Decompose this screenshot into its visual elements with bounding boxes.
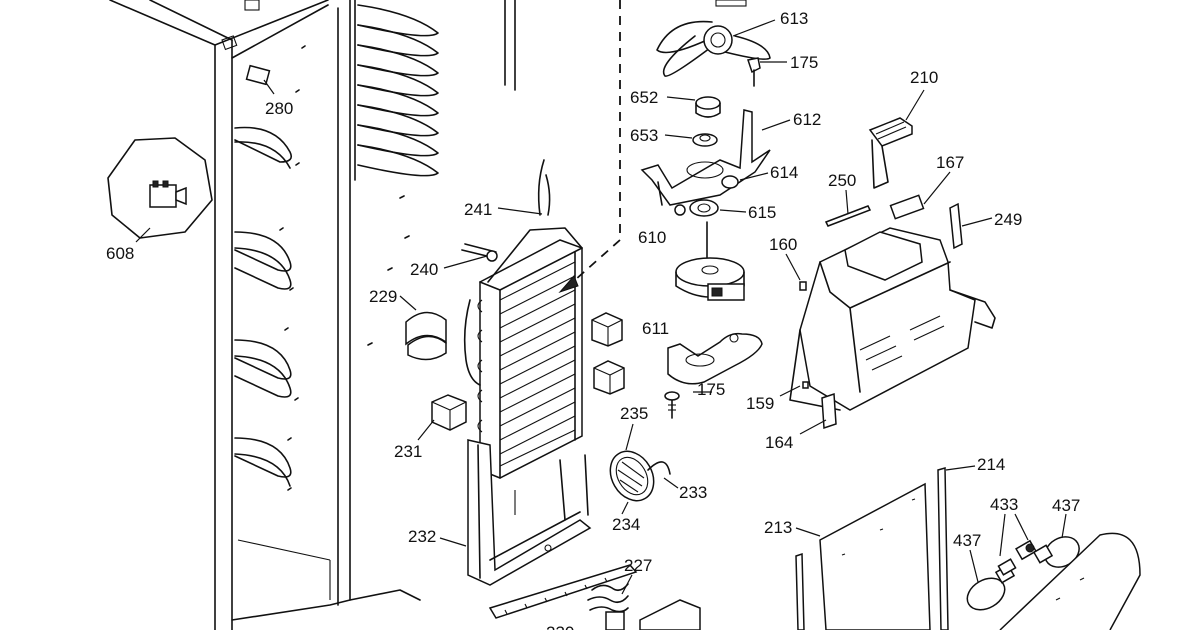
callout-234: 234 (612, 515, 640, 534)
part-159-clip (802, 381, 809, 389)
callout-231: 231 (394, 442, 422, 461)
part-652-grommet (695, 96, 721, 118)
part-164-clip (821, 392, 837, 430)
part-614-grommet (721, 175, 739, 189)
callout-235: 235 (620, 404, 648, 423)
callout-280: 280 (265, 99, 293, 118)
part-175-screw-bottom (664, 391, 680, 419)
air-duct-louvers (354, 0, 516, 181)
callout-labels: 613 175 652 612 653 614 615 610 611 175 … (106, 9, 1080, 630)
callout-227: 227 (624, 556, 652, 575)
part-608-switch-detail (107, 137, 213, 239)
part-615-grommet (674, 199, 719, 217)
part-250-strip (824, 205, 872, 227)
callout-164: 164 (765, 433, 793, 452)
part-214-gasket-strip (937, 467, 949, 630)
cabinet-marks (279, 45, 410, 491)
part-167-control-housing (789, 194, 996, 411)
callout-214: 214 (977, 455, 1005, 474)
part-232-drain-trough (467, 439, 592, 586)
callout-652: 652 (630, 88, 658, 107)
callout-175-top: 175 (790, 53, 818, 72)
callout-615: 615 (748, 203, 776, 222)
cabinet-liner (109, 0, 421, 630)
callout-437-left: 437 (953, 531, 981, 550)
callout-230: 230 (546, 623, 574, 630)
part-213-panel (795, 482, 931, 630)
callout-160: 160 (769, 235, 797, 254)
part-249-bracket (949, 202, 963, 250)
part-210-knob (868, 117, 913, 189)
part-610-fan-motor (675, 221, 745, 301)
callout-437-right: 437 (1052, 496, 1080, 515)
leader-lines (135, 19, 1067, 595)
part-613-fan-blade (656, 0, 771, 77)
part-612-fan-bracket (640, 109, 771, 206)
callout-249: 249 (994, 210, 1022, 229)
cabinet-shelf-supports (234, 126, 293, 487)
part-160-clip (799, 281, 807, 291)
light-shield-housing (999, 532, 1141, 630)
part-230-heater-strip (488, 564, 638, 619)
callout-614: 614 (770, 163, 798, 182)
callout-610: 610 (638, 228, 666, 247)
part-234-fan-grille (609, 450, 671, 502)
callout-159: 159 (746, 394, 774, 413)
part-175-screw-top (747, 57, 761, 87)
callout-232: 232 (408, 527, 436, 546)
callout-613: 613 (780, 9, 808, 28)
callout-653: 653 (630, 126, 658, 145)
part-231-insulation-blocks (431, 312, 625, 431)
callout-233: 233 (679, 483, 707, 502)
callout-611: 611 (642, 319, 669, 338)
part-227-harness (587, 583, 701, 630)
part-229-bracket (405, 311, 447, 361)
callout-240: 240 (410, 260, 438, 279)
dashed-assembly-outline (558, 0, 621, 294)
callout-612: 612 (793, 110, 821, 129)
callout-167: 167 (936, 153, 964, 172)
part-611-motor-bracket (667, 332, 763, 385)
evaporator-fins (477, 261, 576, 467)
part-280-clip (245, 64, 271, 86)
callout-608: 608 (106, 244, 134, 263)
callout-213: 213 (764, 518, 792, 537)
callout-250: 250 (828, 171, 856, 190)
callout-241: 241 (464, 200, 492, 219)
callout-210: 210 (910, 68, 938, 87)
part-653-grommet (692, 133, 718, 147)
callout-175-bottom: 175 (697, 380, 725, 399)
callout-229: 229 (369, 287, 397, 306)
callout-433: 433 (990, 495, 1018, 514)
part-433-lamp-sockets (997, 539, 1037, 576)
evaporator-coil (461, 159, 583, 479)
